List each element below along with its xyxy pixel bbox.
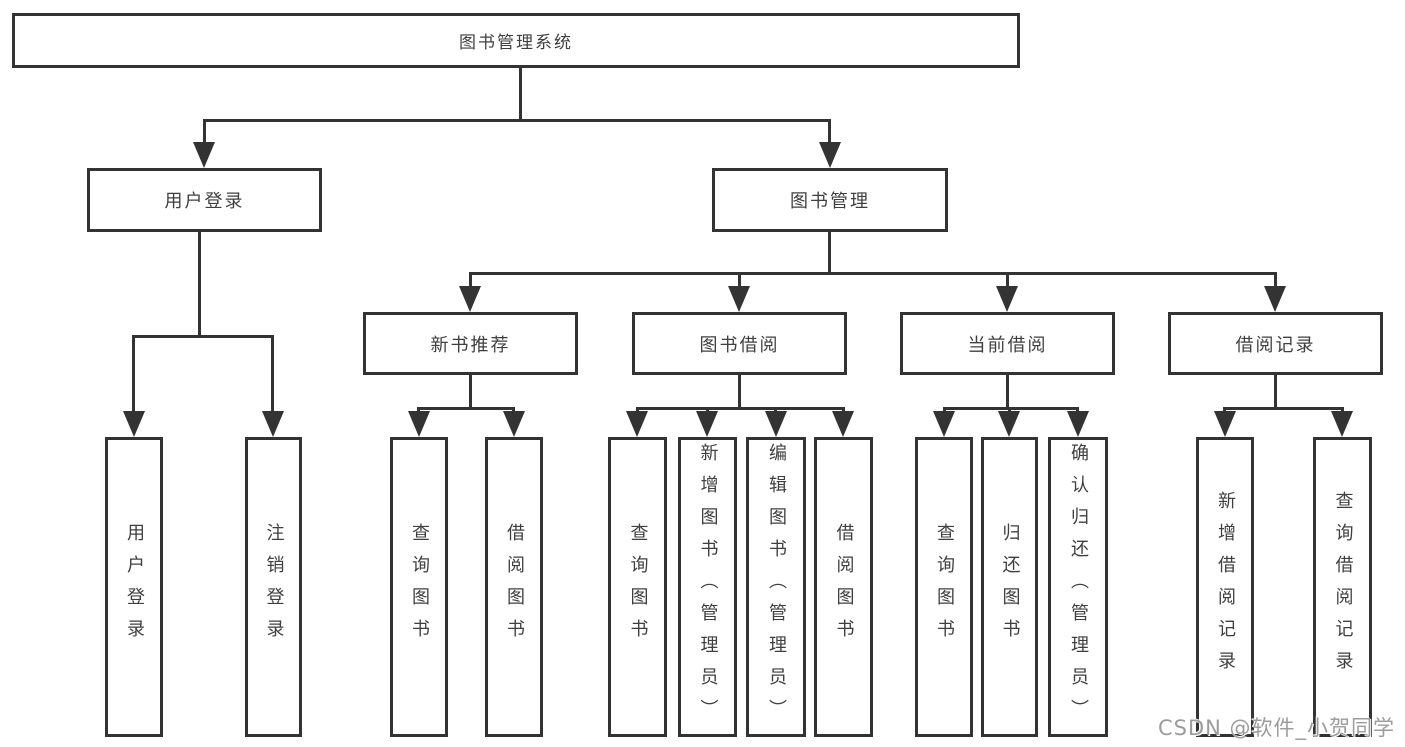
leaf-newbooks-query-books: 查询图书 — [390, 437, 448, 737]
arrowhead-down-icon — [626, 411, 648, 437]
leaf-borrow-add-books-admin: 新增图书（管理员） — [678, 437, 737, 737]
connector-line-v — [738, 275, 741, 287]
leaf-records-add-record: 新增借阅记录 — [1196, 437, 1254, 737]
connector-line-v — [469, 275, 472, 287]
leaf-borrow-edit-books-admin: 编辑图书（管理员） — [746, 437, 806, 737]
leaf-records-query-record-label: 查询借阅记录 — [1332, 491, 1354, 683]
arrowhead-down-icon — [819, 142, 841, 168]
leaf-borrow-borrow-books: 借阅图书 — [814, 437, 873, 737]
connector-line-h — [1223, 407, 1344, 410]
node-root: 图书管理系统 — [12, 13, 1020, 68]
connector-line-v — [828, 232, 831, 275]
leaf-current-return-books-label: 归还图书 — [999, 523, 1021, 651]
connector-line-v — [706, 407, 709, 413]
arrowhead-down-icon — [765, 411, 787, 437]
leaf-newbooks-borrow-books: 借阅图书 — [485, 437, 543, 737]
connector-line-v — [203, 119, 206, 144]
arrowhead-down-icon — [832, 411, 854, 437]
arrowhead-down-icon — [123, 411, 145, 437]
connector-line-v — [469, 373, 472, 409]
connector-line-v — [198, 232, 201, 338]
leaf-current-confirm-return-admin-label: 确认归还（管理员） — [1068, 443, 1089, 731]
arrowhead-down-icon — [998, 411, 1020, 437]
arrowhead-down-icon — [933, 411, 955, 437]
leaf-records-add-record-label: 新增借阅记录 — [1215, 491, 1236, 683]
connector-line-v — [271, 335, 274, 413]
arrowhead-down-icon — [262, 411, 284, 437]
leaf-records-query-record: 查询借阅记录 — [1313, 437, 1372, 737]
connector-line-v — [519, 66, 522, 122]
arrowhead-down-icon — [503, 411, 525, 437]
leaf-borrow-query-books-label: 查询图书 — [627, 523, 649, 651]
node-borrowing-records: 借阅记录 — [1168, 312, 1383, 375]
connector-line-v — [738, 373, 741, 409]
connector-line-v — [774, 407, 777, 413]
watermark: CSDN @软件_小贺同学 — [1158, 716, 1396, 740]
connector-line-v — [1008, 407, 1011, 413]
leaf-current-confirm-return-admin: 确认归还（管理员） — [1048, 437, 1108, 737]
connector-line-v — [1006, 373, 1009, 409]
connector-line-h — [469, 272, 1277, 275]
connector-line-v — [1341, 407, 1344, 413]
leaf-user-login-label: 用户登录 — [124, 523, 145, 651]
connector-line-v — [1223, 407, 1226, 413]
arrowhead-down-icon — [728, 286, 750, 312]
arrowhead-down-icon — [996, 286, 1018, 312]
leaf-borrow-query-books: 查询图书 — [608, 437, 667, 737]
arrowhead-down-icon — [408, 411, 430, 437]
connector-line-v — [1274, 275, 1277, 287]
node-new-book-recommend: 新书推荐 — [363, 312, 578, 375]
arrowhead-down-icon — [459, 286, 481, 312]
node-book-borrowing: 图书借阅 — [632, 312, 847, 375]
connector-line-v — [417, 407, 420, 413]
connector-line-v — [943, 407, 946, 413]
leaf-user-login: 用户登录 — [105, 437, 163, 737]
arrowhead-down-icon — [1214, 411, 1236, 437]
connector-line-h — [203, 119, 831, 122]
leaf-logout-label: 注销登录 — [263, 523, 285, 651]
connector-line-h — [417, 407, 515, 410]
connector-line-v — [828, 119, 831, 144]
leaf-logout: 注销登录 — [245, 437, 302, 737]
connector-line-v — [1076, 407, 1079, 413]
leaf-borrow-borrow-books-label: 借阅图书 — [833, 523, 855, 651]
connector-line-v — [1274, 373, 1277, 409]
connector-line-v — [636, 407, 639, 413]
arrowhead-down-icon — [193, 142, 215, 168]
connector-line-v — [512, 407, 515, 413]
arrowhead-down-icon — [1331, 411, 1353, 437]
connector-line-h — [943, 407, 1079, 410]
connector-line-v — [132, 335, 135, 413]
leaf-current-return-books: 归还图书 — [981, 437, 1038, 737]
arrowhead-down-icon — [1264, 286, 1286, 312]
node-current-borrowing: 当前借阅 — [900, 312, 1115, 375]
connector-line-v — [1006, 275, 1009, 287]
leaf-borrow-edit-books-admin-label: 编辑图书（管理员） — [766, 443, 787, 731]
leaf-current-query-books-label: 查询图书 — [934, 523, 955, 651]
connector-line-h — [636, 407, 845, 410]
node-user-login: 用户登录 — [87, 168, 322, 232]
arrowhead-down-icon — [1067, 411, 1089, 437]
leaf-newbooks-borrow-books-label: 借阅图书 — [504, 523, 525, 651]
connector-line-v — [842, 407, 845, 413]
leaf-borrow-add-books-admin-label: 新增图书（管理员） — [697, 443, 719, 731]
connector-line-h — [132, 335, 274, 338]
leaf-newbooks-query-books-label: 查询图书 — [409, 523, 430, 651]
leaf-current-query-books: 查询图书 — [915, 437, 973, 737]
arrowhead-down-icon — [696, 411, 718, 437]
node-book-management: 图书管理 — [712, 168, 948, 232]
